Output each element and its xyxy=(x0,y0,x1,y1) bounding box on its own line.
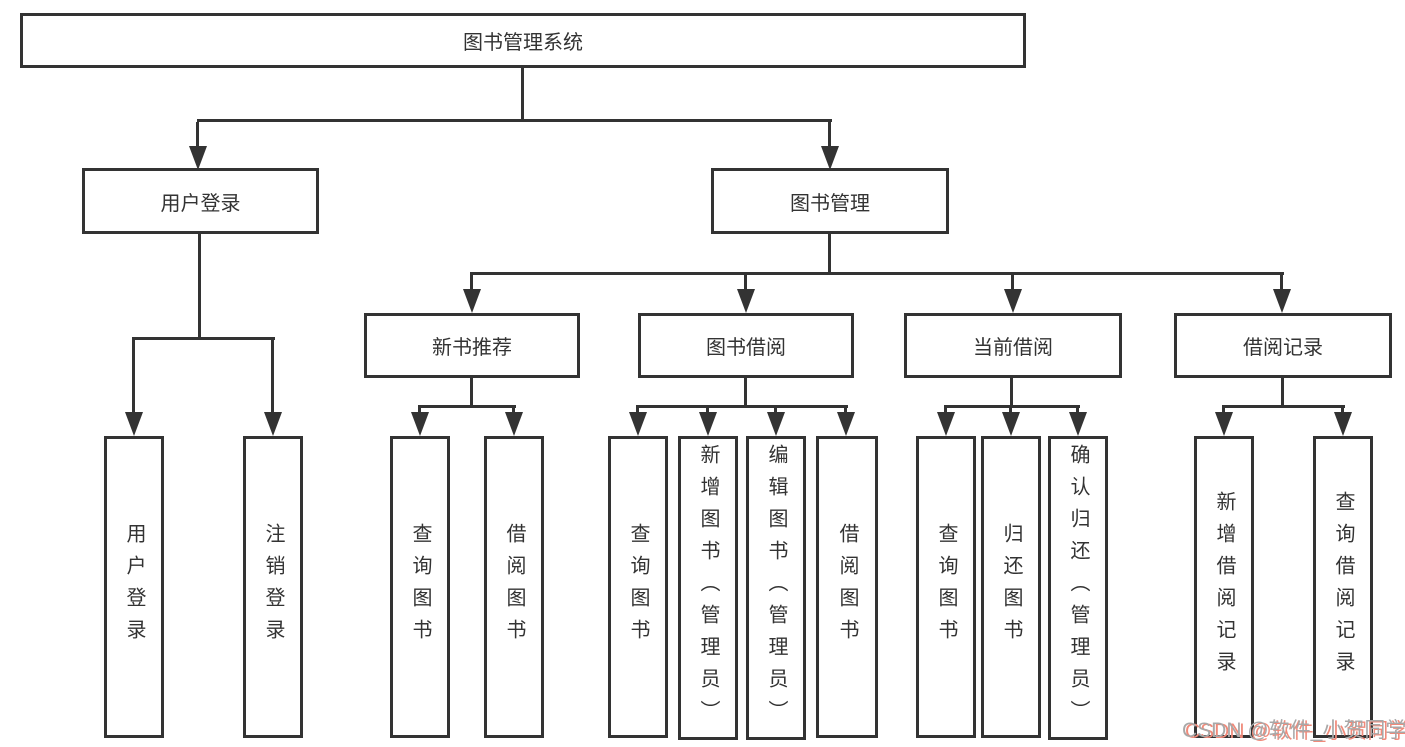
connector-root-stem xyxy=(521,68,524,119)
connector-new-book-stem xyxy=(470,378,473,405)
arrow-to-leaf-user-login xyxy=(125,340,143,436)
connector-borrowing-records-hline xyxy=(1222,405,1345,408)
arrow-to-leaf-query-record xyxy=(1334,408,1352,436)
connector-current-borrowing-hline xyxy=(944,405,1080,408)
arrow-to-leaf-borrow-books-1 xyxy=(505,408,523,436)
leaf-return-books: 归还图书 xyxy=(981,436,1041,738)
arrow-to-leaf-return-books xyxy=(1002,408,1020,436)
arrow-to-leaf-logout xyxy=(264,340,282,436)
node-new-book-recommend: 新书推荐 xyxy=(364,313,580,378)
connector-user-login-stem xyxy=(198,234,201,337)
leaf-query-borrow-record-label: 查询借阅记录 xyxy=(1332,491,1354,683)
arrow-to-leaf-query-books-3 xyxy=(937,408,955,436)
connector-book-borrowing-hline xyxy=(636,405,848,408)
arrow-to-leaf-query-books-1 xyxy=(411,408,429,436)
leaf-add-books-admin-label: 新增图书（管理员） xyxy=(697,444,719,732)
leaf-logout-label: 注销登录 xyxy=(262,523,284,651)
node-book-borrowing: 图书借阅 xyxy=(638,313,854,378)
connector-borrowing-records-stem xyxy=(1281,378,1284,405)
leaf-borrow-books-recommend: 借阅图书 xyxy=(484,436,544,738)
leaf-edit-books-admin-label: 编辑图书（管理员） xyxy=(765,444,787,732)
connector-user-login-hline xyxy=(132,337,275,340)
node-user-login-branch: 用户登录 xyxy=(82,168,319,234)
leaf-confirm-return-admin-label: 确认归还（管理员） xyxy=(1067,444,1089,732)
leaf-logout: 注销登录 xyxy=(243,436,303,738)
arrow-to-book-management xyxy=(821,122,839,170)
connector-book-borrowing-stem xyxy=(744,378,747,405)
leaf-borrow-books-borrowing: 借阅图书 xyxy=(816,436,878,738)
watermark-text: CSDN @软件_小贺同学 xyxy=(1182,719,1405,742)
connector-new-book-hline xyxy=(418,405,516,408)
node-borrowing-records: 借阅记录 xyxy=(1174,313,1392,378)
leaf-query-books-recommend-label: 查询图书 xyxy=(409,523,431,651)
leaf-return-books-label: 归还图书 xyxy=(1000,523,1022,651)
leaf-query-books-recommend: 查询图书 xyxy=(390,436,450,738)
node-user-login-branch-label: 用户登录 xyxy=(160,192,241,215)
arrow-to-current-borrowing xyxy=(1004,275,1022,313)
arrow-to-leaf-add-record xyxy=(1215,408,1233,436)
leaf-borrow-books-borrowing-label: 借阅图书 xyxy=(836,523,858,651)
node-current-borrowing: 当前借阅 xyxy=(904,313,1122,378)
leaf-query-books-current-label: 查询图书 xyxy=(935,523,957,651)
leaf-borrow-books-recommend-label: 借阅图书 xyxy=(503,523,525,651)
leaf-query-books-borrowing: 查询图书 xyxy=(608,436,668,738)
arrow-to-leaf-borrow-books-2 xyxy=(837,408,855,436)
leaf-add-books-admin: 新增图书（管理员） xyxy=(678,436,738,740)
arrow-to-leaf-confirm-return xyxy=(1069,408,1087,436)
leaf-confirm-return-admin: 确认归还（管理员） xyxy=(1048,436,1108,740)
node-root-label: 图书管理系统 xyxy=(463,32,583,54)
arrow-to-borrowing-records xyxy=(1273,275,1291,313)
leaf-query-books-current: 查询图书 xyxy=(916,436,976,738)
connector-book-mgmt-stem xyxy=(828,234,831,272)
leaf-edit-books-admin: 编辑图书（管理员） xyxy=(746,436,806,740)
arrow-to-leaf-query-books-2 xyxy=(629,408,647,436)
leaf-add-borrow-record: 新增借阅记录 xyxy=(1194,436,1254,738)
connector-root-hline xyxy=(197,119,832,122)
arrow-to-leaf-add-books xyxy=(699,408,717,436)
leaf-user-login-label: 用户登录 xyxy=(123,523,145,651)
node-current-borrowing-label: 当前借阅 xyxy=(973,337,1053,359)
leaf-user-login: 用户登录 xyxy=(104,436,164,738)
arrow-to-user-login-branch xyxy=(189,122,207,170)
arrow-to-leaf-edit-books xyxy=(767,408,785,436)
leaf-query-borrow-record: 查询借阅记录 xyxy=(1313,436,1373,738)
node-borrowing-records-label: 借阅记录 xyxy=(1243,337,1323,359)
node-book-management: 图书管理 xyxy=(711,168,949,234)
leaf-add-borrow-record-label: 新增借阅记录 xyxy=(1213,491,1235,683)
arrow-to-new-book-recommend xyxy=(463,275,481,313)
node-new-book-recommend-label: 新书推荐 xyxy=(432,337,512,359)
node-book-management-label: 图书管理 xyxy=(790,192,870,215)
connector-book-mgmt-hline xyxy=(470,272,1284,275)
connector-current-borrowing-stem xyxy=(1010,378,1013,405)
leaf-query-books-borrowing-label: 查询图书 xyxy=(627,523,649,651)
arrow-to-book-borrowing xyxy=(737,275,755,313)
node-book-borrowing-label: 图书借阅 xyxy=(706,337,786,359)
node-root: 图书管理系统 xyxy=(20,13,1026,68)
